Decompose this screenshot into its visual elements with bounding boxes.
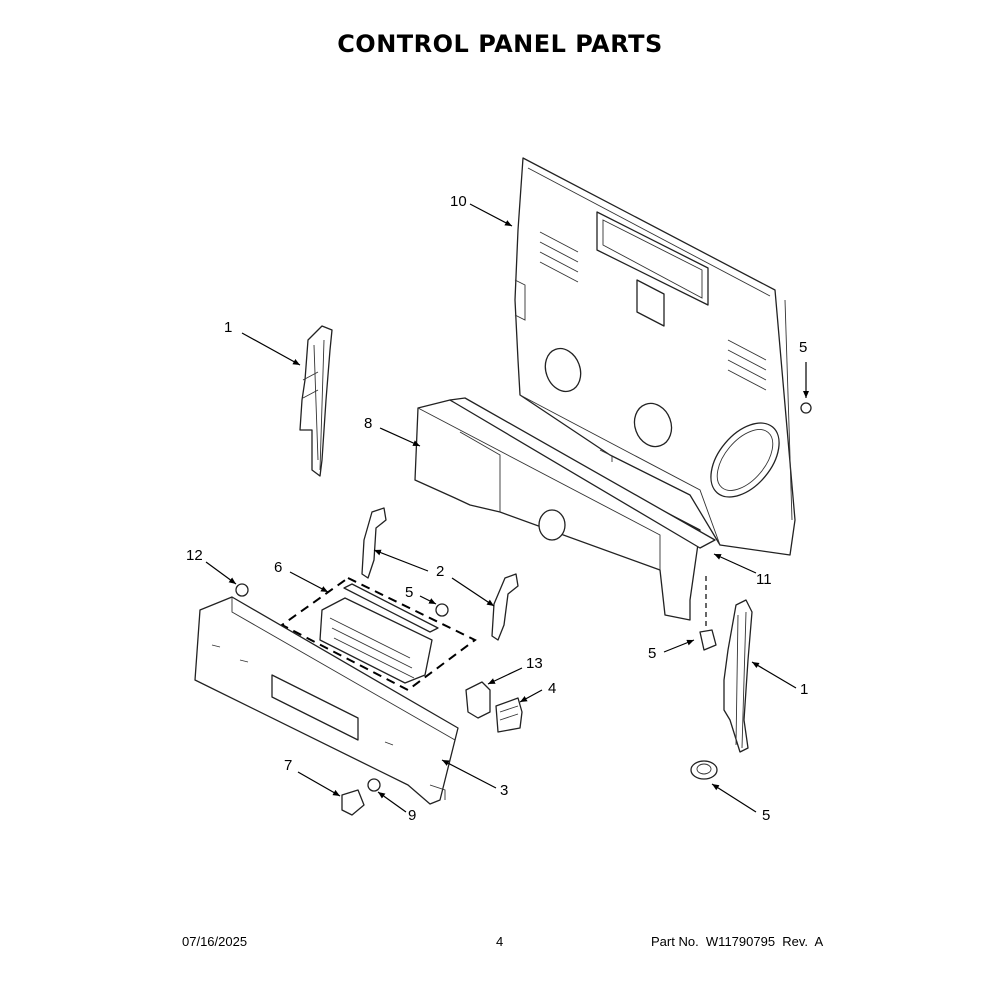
- screw-set: [235, 402, 812, 780]
- support-bracket-left: [361, 507, 387, 579]
- switch-component: [465, 681, 523, 733]
- footer-part-number: Part No. W11790795 Rev. A: [651, 934, 824, 949]
- callout-13: 13: [526, 655, 543, 672]
- callout-3: 3: [500, 782, 508, 799]
- display-board-assembly: [280, 576, 477, 692]
- callout-1-right: 1: [800, 681, 808, 698]
- callout-2: 2: [436, 563, 444, 580]
- callout-labels: 10 1 5 8 2 11 12 6 5 5 13 4 1 7 3 9 5: [186, 193, 808, 824]
- callout-6: 6: [274, 559, 282, 576]
- callout-1-left: 1: [224, 319, 232, 336]
- callout-5-center: 5: [405, 584, 413, 601]
- callout-8: 8: [364, 415, 372, 432]
- callout-5-top: 5: [799, 339, 807, 356]
- page-title: CONTROL PANEL PARTS: [337, 30, 663, 58]
- knob-and-clip: [341, 778, 381, 816]
- callout-5-bottom: 5: [762, 807, 770, 824]
- callout-4: 4: [548, 680, 556, 697]
- right-end-cap: [723, 599, 753, 753]
- footer-date: 07/16/2025: [182, 934, 248, 949]
- callout-10: 10: [450, 193, 467, 210]
- support-bracket-right: [491, 573, 519, 641]
- callout-11: 11: [756, 571, 772, 588]
- callout-9: 9: [408, 807, 416, 824]
- front-control-panel: [194, 596, 459, 805]
- footer-page-number: 4: [496, 934, 504, 949]
- callout-7: 7: [284, 757, 292, 774]
- callout-12: 12: [186, 547, 203, 564]
- control-bracket: [414, 397, 716, 621]
- rear-console-panel: [514, 157, 796, 556]
- left-end-cap: [299, 325, 333, 477]
- leader-lines: [205, 203, 809, 813]
- callout-5-right: 5: [648, 645, 656, 662]
